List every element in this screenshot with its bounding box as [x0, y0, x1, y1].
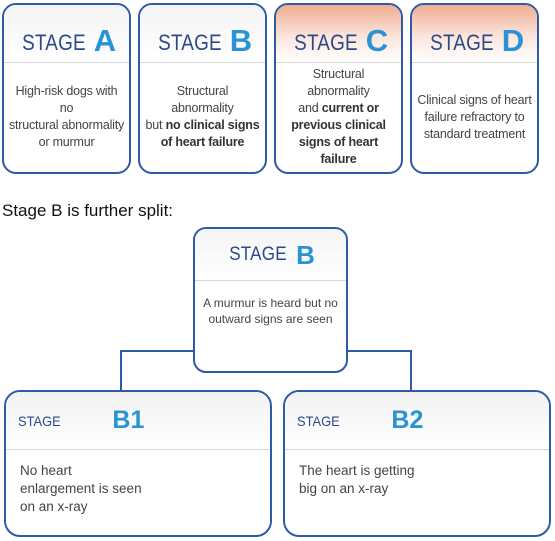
stage-letter: D — [501, 23, 525, 58]
description-line: and current or — [280, 100, 397, 117]
description-line: Clinical signs of heart — [417, 92, 531, 109]
split-label: Stage B is further split: — [2, 201, 174, 220]
substage-word: STAGE — [297, 412, 340, 429]
stage-b-header: STAGE B — [195, 229, 346, 281]
description-text: and — [298, 101, 322, 115]
stage-card-b: STAGE B Structural abnormality but no cli… — [138, 3, 267, 174]
emphasized-text: signs of heart failure — [298, 135, 379, 166]
substage-code: B1 — [112, 406, 145, 434]
substage-b2-box: STAGE B2 The heart is getting big on an … — [283, 390, 551, 537]
stage-b-summary-box: STAGE B A murmur is heard but no outward… — [193, 227, 348, 373]
substage-header: STAGE B2 — [285, 392, 549, 450]
stage-card-a: STAGE A High-risk dogs with no structural… — [2, 3, 131, 174]
stage-word: STAGE — [22, 30, 86, 55]
stage-letter: A — [93, 23, 117, 58]
stage-card-header: STAGE D — [412, 5, 537, 63]
description-line: structural abnormality — [8, 117, 125, 134]
stage-letter: B — [296, 239, 315, 270]
stage-card-header: STAGE C — [276, 5, 401, 63]
description-line: Structural abnormality — [144, 83, 261, 117]
description-text: Structural abnormality — [171, 84, 234, 115]
connector-left-horizontal — [120, 350, 193, 352]
description-line: but no clinical signs — [144, 117, 261, 134]
description-line: High-risk dogs with no — [8, 83, 125, 117]
emphasized-text: no clinical signs — [165, 118, 260, 132]
stage-card-c: STAGE C Structural abnormality and curren… — [274, 3, 403, 174]
connector-right-horizontal — [348, 350, 412, 352]
stage-description: Structural abnormality but no clinical si… — [140, 63, 265, 171]
substage-b1-box: STAGE B1 No heart enlargement is seen on… — [4, 390, 272, 537]
description-line: or murmur — [8, 134, 125, 151]
description-text: structural abnormality — [8, 118, 125, 132]
description-text: Clinical signs of heart — [417, 92, 532, 107]
description-text: but — [145, 118, 166, 132]
stage-card-header: STAGE B — [140, 5, 265, 63]
stage-word: STAGE — [158, 30, 222, 55]
description-text: failure refractory to — [424, 109, 525, 124]
connector-left-vertical — [120, 350, 122, 391]
emphasized-text: previous clinical — [291, 118, 386, 132]
description-text: Structural abnormality — [307, 67, 370, 98]
description-text: High-risk dogs with no — [15, 84, 118, 115]
stage-card-header: STAGE A — [4, 5, 129, 63]
stage-card-d: STAGE D Clinical signs of heart failure r… — [410, 3, 539, 174]
stage-letter: B — [229, 23, 253, 58]
substage-description: The heart is getting big on an x-ray — [299, 463, 415, 496]
description-text: standard treatment — [423, 126, 526, 141]
description-line: signs of heart failure — [280, 134, 397, 168]
substage-code: B2 — [391, 406, 424, 434]
stage-b-description: A murmur is heard but no outward signs a… — [203, 296, 338, 326]
substage-description: No heart enlargement is seen on an x-ray — [20, 463, 142, 514]
stage-letter: C — [365, 23, 389, 58]
emphasized-text: of heart failure — [160, 135, 245, 149]
description-line: of heart failure — [144, 134, 261, 151]
description-text: or murmur — [38, 135, 95, 149]
stage-word: STAGE — [294, 30, 358, 55]
stage-word: STAGE — [430, 30, 494, 55]
substage-header: STAGE B1 — [6, 392, 270, 450]
stage-description: High-risk dogs with no structural abnorma… — [4, 63, 129, 171]
description-line: Structural abnormality — [280, 66, 397, 100]
description-line: standard treatment — [417, 126, 531, 143]
substage-word: STAGE — [18, 412, 61, 429]
stage-word: STAGE — [229, 243, 287, 265]
description-line: failure refractory to — [417, 109, 531, 126]
stage-description: Clinical signs of heart failure refractor… — [412, 63, 537, 171]
description-line: previous clinical — [280, 117, 397, 134]
emphasized-text: current or — [321, 101, 379, 115]
connector-right-vertical — [410, 350, 412, 391]
